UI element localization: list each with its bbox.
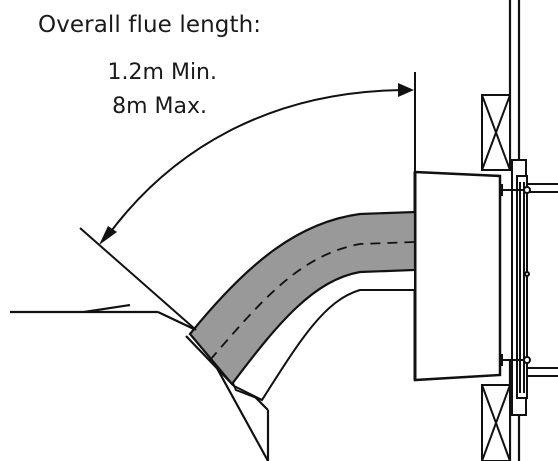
wall-batten-bottom (481, 384, 511, 461)
dimension-arrow-right (398, 83, 414, 97)
dimension-arc (105, 89, 409, 239)
dimension-reference-lines (79, 72, 416, 331)
overall-flue-length-label: Overall flue length: (38, 12, 262, 38)
dimension-arrow-left (99, 226, 117, 245)
terminal-housing (413, 170, 502, 382)
wall-batten-top (481, 94, 511, 171)
flue-end-line (185, 335, 235, 387)
flue-pipe (188, 210, 417, 386)
min-length-label: 1.2m Min. (107, 60, 217, 85)
terminal-cap (526, 183, 558, 377)
max-length-label: 8m Max. (112, 94, 207, 119)
flue-centreline (209, 241, 416, 361)
terminal-flange (511, 159, 528, 416)
